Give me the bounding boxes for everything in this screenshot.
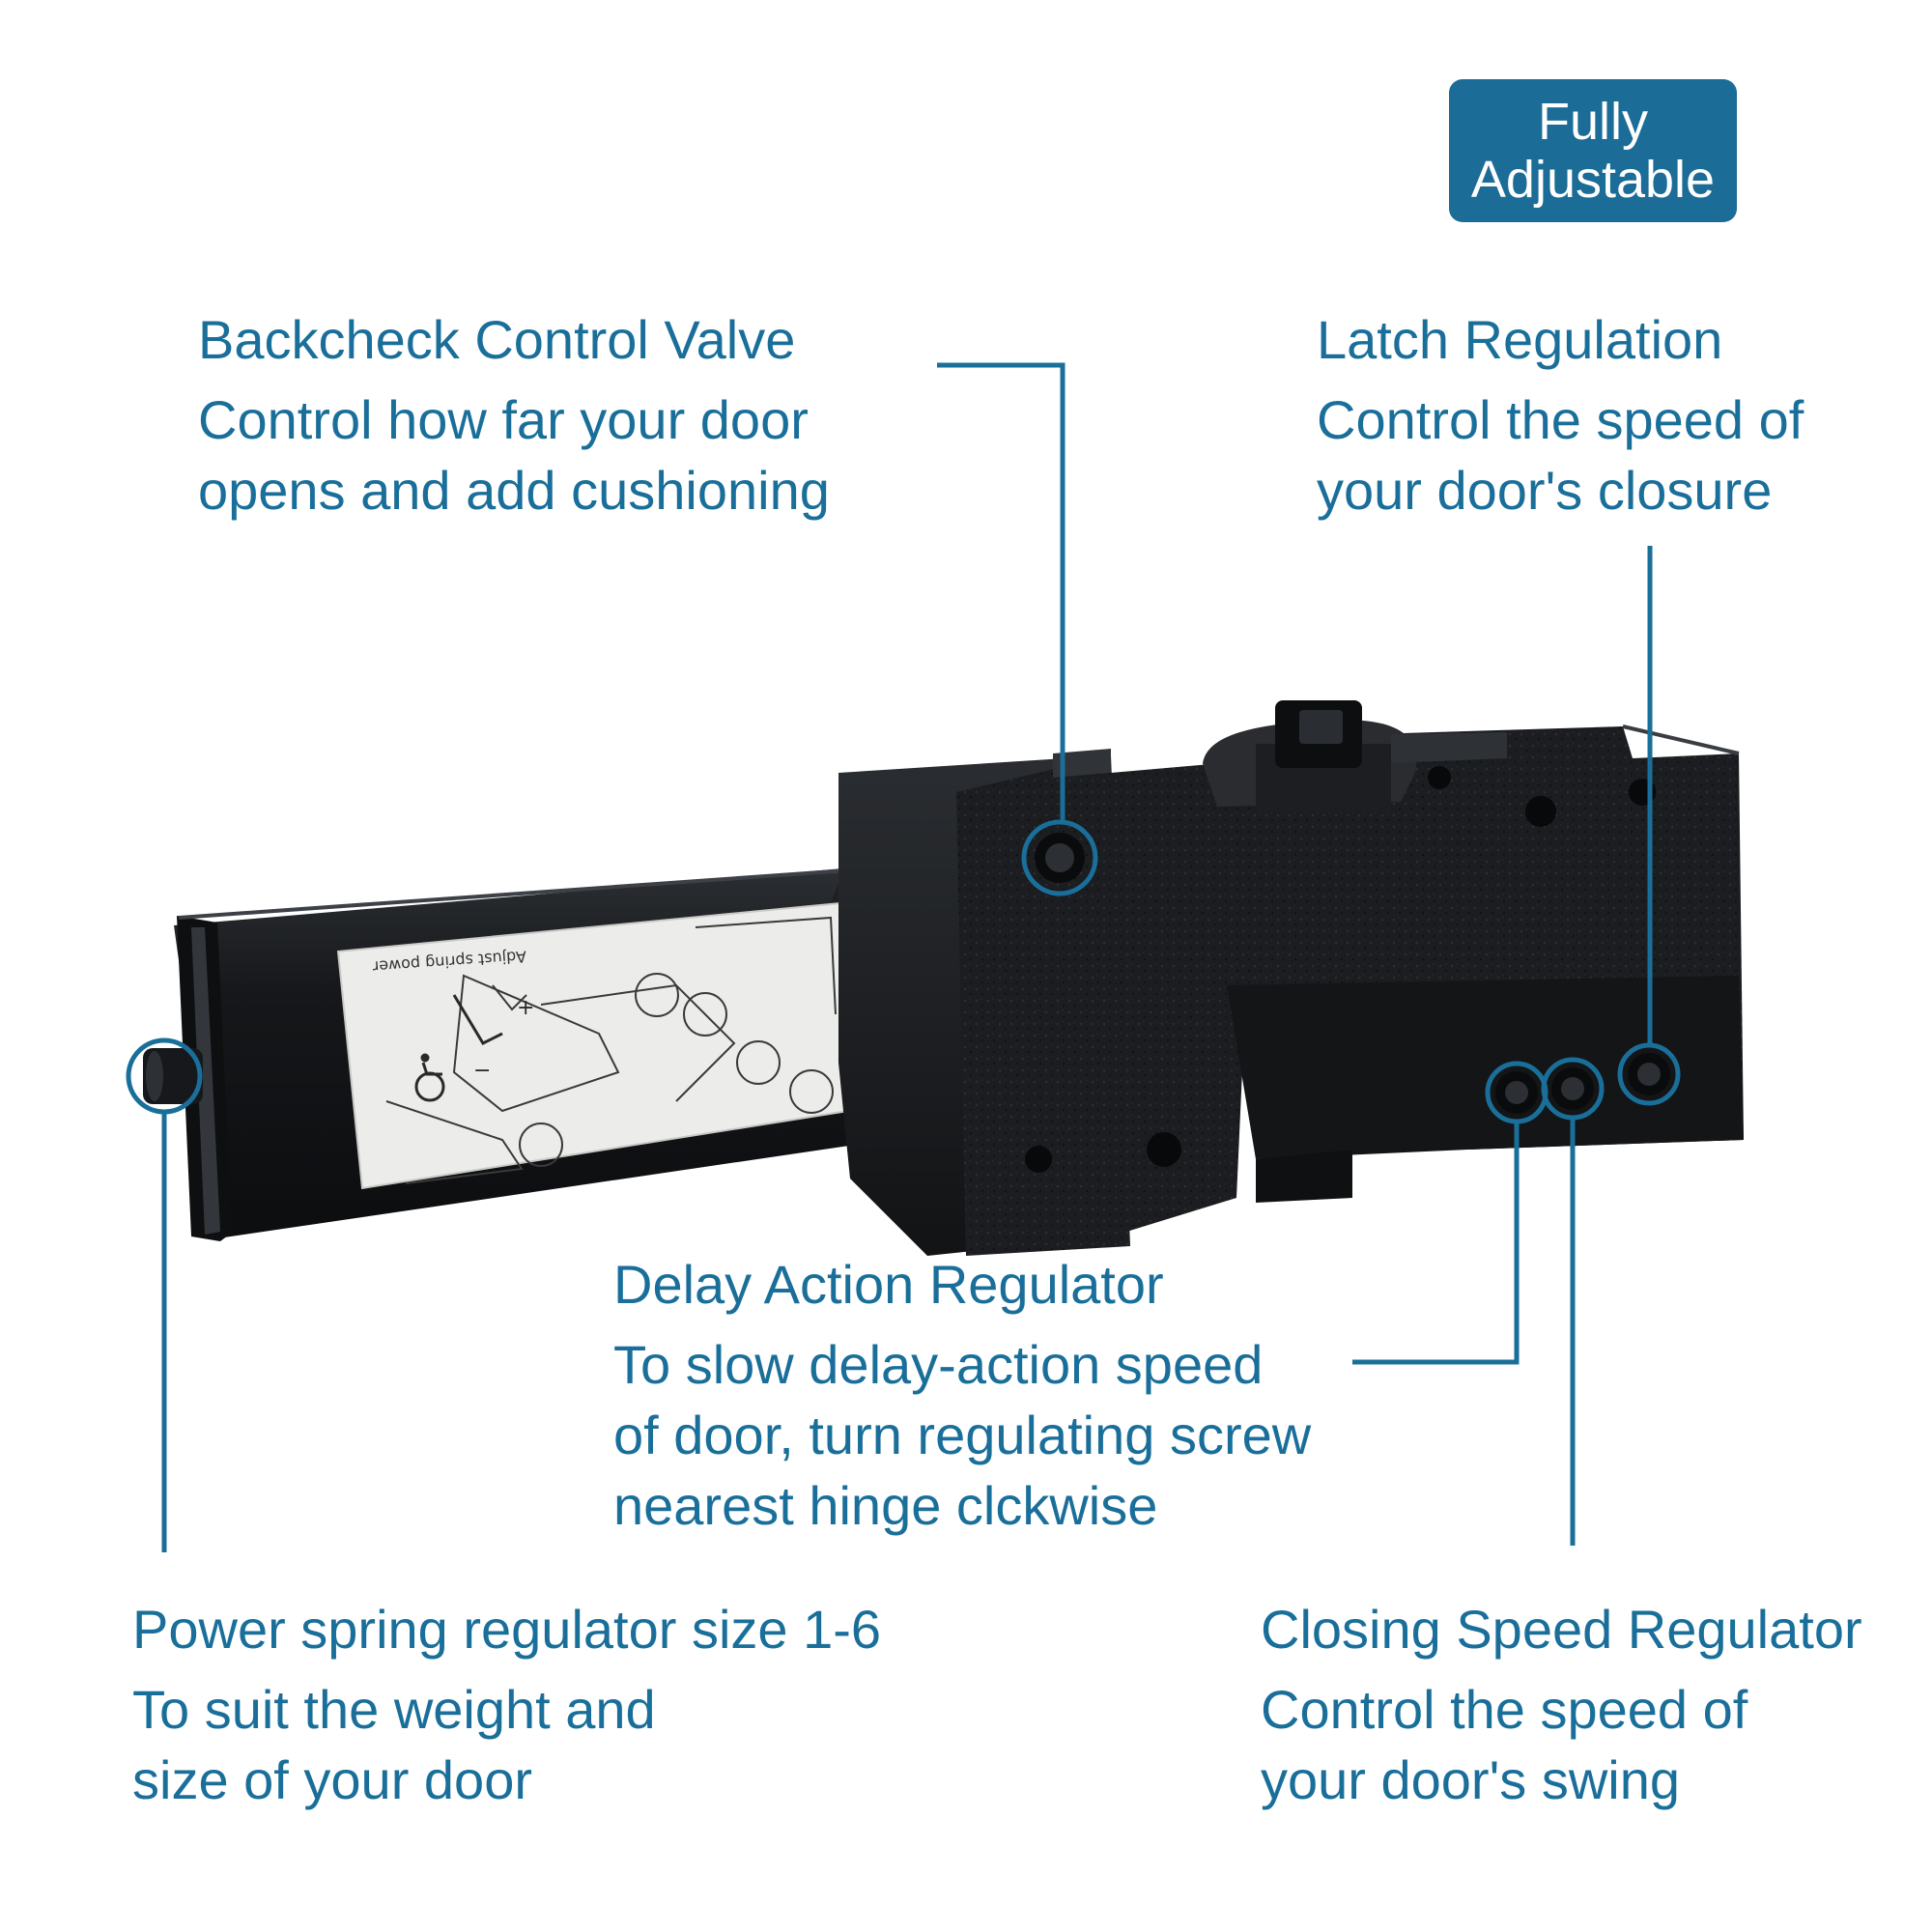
allen-key-icon: + −	[452, 994, 534, 1083]
backcheck-desc-line-2: opens and add cushioning	[198, 460, 830, 521]
callout-leaders	[126, 362, 1681, 1552]
power-desc: To suit the weight and size of your door	[132, 1674, 881, 1815]
latch-desc: Control the speed of your door's closure	[1317, 384, 1804, 526]
power-desc-line-1: To suit the weight and	[132, 1679, 656, 1740]
power-callout: Power spring regulator size 1-6 To suit …	[132, 1599, 881, 1815]
backcheck-callout: Backcheck Control Valve Control how far …	[198, 309, 830, 526]
backcheck-title: Backcheck Control Valve	[198, 309, 796, 370]
closing-desc: Control the speed of your door's swing	[1261, 1674, 1862, 1815]
backcheck-desc-line-1: Control how far your door	[198, 389, 809, 450]
delay-desc-line-2: of door, turn regulating screw	[613, 1405, 1312, 1465]
wheelchair-icon	[414, 1053, 445, 1102]
latch-desc-line-1: Control the speed of	[1317, 389, 1804, 450]
svg-text:+: +	[517, 996, 534, 1020]
badge-line-2: Adjustable	[1470, 151, 1716, 209]
instruction-label: Adjust spring power + −	[336, 901, 850, 1190]
latch-title: Latch Regulation	[1317, 309, 1723, 370]
latch-desc-line-2: your door's closure	[1317, 460, 1773, 521]
backcheck-desc: Control how far your door opens and add …	[198, 384, 830, 526]
backcheck-screw	[1035, 833, 1085, 883]
power-title: Power spring regulator size 1-6	[132, 1599, 882, 1660]
delay-callout: Delay Action Regulator To slow delay-act…	[613, 1254, 1311, 1541]
latch-callout: Latch Regulation Control the speed of yo…	[1317, 309, 1804, 526]
delay-desc-line-3: nearest hinge clckwise	[613, 1475, 1158, 1536]
fully-adjustable-badge: Fully Adjustable	[1449, 79, 1737, 222]
closing-speed-screw	[1551, 1067, 1594, 1110]
closing-callout: Closing Speed Regulator Control the spee…	[1261, 1599, 1862, 1815]
delay-action-screw	[1495, 1071, 1538, 1114]
closing-desc-line-1: Control the speed of	[1261, 1679, 1748, 1740]
badge-line-1: Fully	[1537, 93, 1648, 151]
closer-body	[838, 700, 1744, 1256]
delay-desc-line-1: To slow delay-action speed	[613, 1334, 1264, 1395]
closing-desc-line-2: your door's swing	[1261, 1749, 1680, 1810]
delay-title: Delay Action Regulator	[613, 1254, 1164, 1315]
spring-adjust-pin	[143, 1048, 203, 1104]
latch-screw	[1628, 1053, 1670, 1095]
closing-title: Closing Speed Regulator	[1261, 1599, 1862, 1660]
svg-text:−: −	[473, 1059, 491, 1083]
delay-desc: To slow delay-action speed of door, turn…	[613, 1329, 1311, 1541]
power-desc-line-2: size of your door	[132, 1749, 532, 1810]
